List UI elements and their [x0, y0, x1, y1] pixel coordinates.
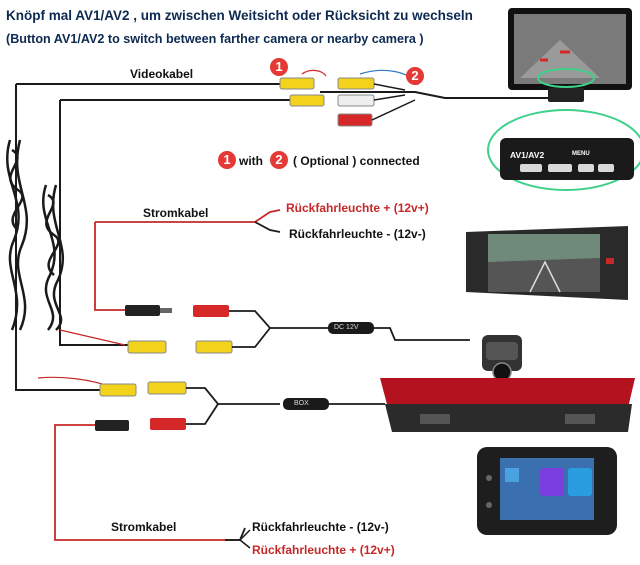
with-text: with [239, 154, 263, 168]
button-panel-zoom [487, 109, 640, 191]
reverse-light-minus-top: Rückfahrleuchte - (12v-) [289, 227, 426, 241]
monitor-top [508, 8, 632, 102]
head-unit [477, 447, 617, 535]
title-english: (Button AV1/AV2 to switch between farthe… [6, 32, 424, 46]
marker-1-top: 1 [270, 58, 288, 76]
video-cable-label: Videokabel [130, 67, 194, 81]
reverse-light-plus-bottom: Rückfahrleuchte + (12v+) [252, 543, 395, 557]
module-label-bottom: BOX [294, 400, 309, 407]
reverse-light-minus-bottom: Rückfahrleuchte - (12v-) [252, 520, 389, 534]
mirror-monitor [466, 226, 628, 300]
marker-2-top: 2 [406, 67, 424, 85]
power-cable-label-top: Stromkabel [143, 206, 209, 220]
reverse-light-plus-top: Rückfahrleuchte + (12v+) [286, 201, 429, 215]
marker-2-legend: 2 [270, 151, 288, 169]
marker-1-legend: 1 [218, 151, 236, 169]
cable-coil-left [5, 139, 28, 331]
av-button-label: AV1/AV2 [510, 150, 545, 160]
connectors-bottom [37, 376, 385, 549]
video-cable [15, 83, 560, 391]
power-cable-top [94, 209, 281, 311]
brake-light-camera [380, 335, 635, 432]
module-label-top: DC 12V [334, 324, 359, 331]
title-german: Knöpf mal AV1/AV2 , um zwischen Weitsich… [6, 8, 473, 23]
power-cable-label-bottom: Stromkabel [111, 520, 177, 534]
connectors-middle [59, 305, 470, 354]
optional-connected-text: ( Optional ) connected [293, 154, 420, 168]
menu-button-label: MENU [572, 151, 590, 157]
rca-cluster-top [279, 69, 419, 127]
cable-coil-right [42, 184, 64, 331]
